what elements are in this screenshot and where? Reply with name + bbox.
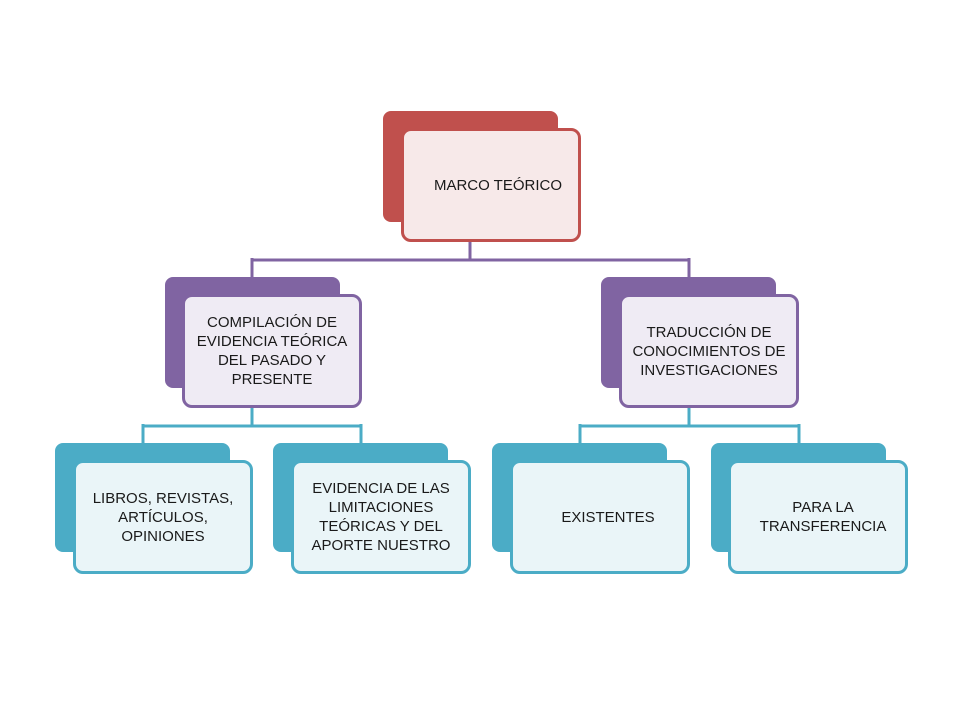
left-child-1-label: LIBROS, REVISTAS, ARTÍCULOS, OPINIONES <box>92 489 234 545</box>
right-child-2-box <box>728 460 908 574</box>
connector-root-to-branches <box>250 242 691 277</box>
right-child-2-label: PARA LA TRANSFERENCIA <box>759 499 887 535</box>
left-branch-node-box <box>182 294 362 408</box>
connector-right-branch-to-children <box>578 408 801 443</box>
left-child-1-box <box>73 460 253 574</box>
right-child-1-label: EXISTENTES <box>561 508 655 526</box>
root-node-box <box>401 128 581 242</box>
root-node-label: MARCO TEÓRICO <box>433 176 563 194</box>
right-branch-node-label: TRADUCCIÓN DE CONOCIMIENTOS DE INVESTIGA… <box>632 323 786 379</box>
left-child-2-label: EVIDENCIA DE LAS LIMITACIONES TEÓRICAS Y… <box>311 480 451 554</box>
left-branch-node-label: COMPILACIÓN DE EVIDENCIA TEÓRICA DEL PAS… <box>196 314 348 388</box>
right-branch-node-box <box>619 294 799 408</box>
connector-left-branch-to-children <box>141 408 363 443</box>
right-child-1-box <box>510 460 690 574</box>
left-child-2-box <box>291 460 471 574</box>
